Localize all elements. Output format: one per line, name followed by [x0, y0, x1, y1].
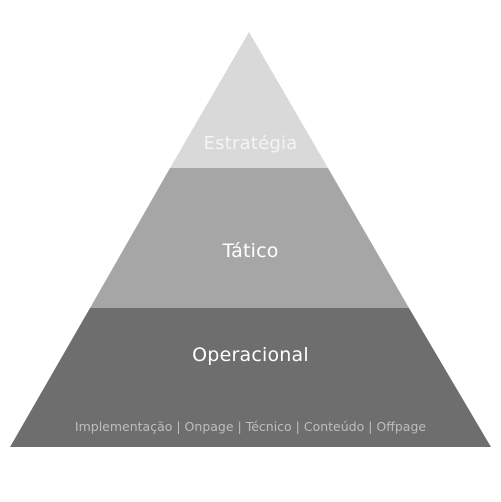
tier-label-strategy: Estratégia: [203, 133, 298, 154]
tier-detail-operational: Implementação | Onpage | Técnico | Conte…: [74, 419, 427, 434]
pyramid-tier-middle: [90, 168, 409, 308]
pyramid-tier-top: [170, 32, 328, 168]
tier-label-tactical: Tático: [222, 240, 279, 262]
tier-label-operational: Operacional: [192, 344, 309, 366]
pyramid-tier-bottom: [10, 308, 491, 447]
